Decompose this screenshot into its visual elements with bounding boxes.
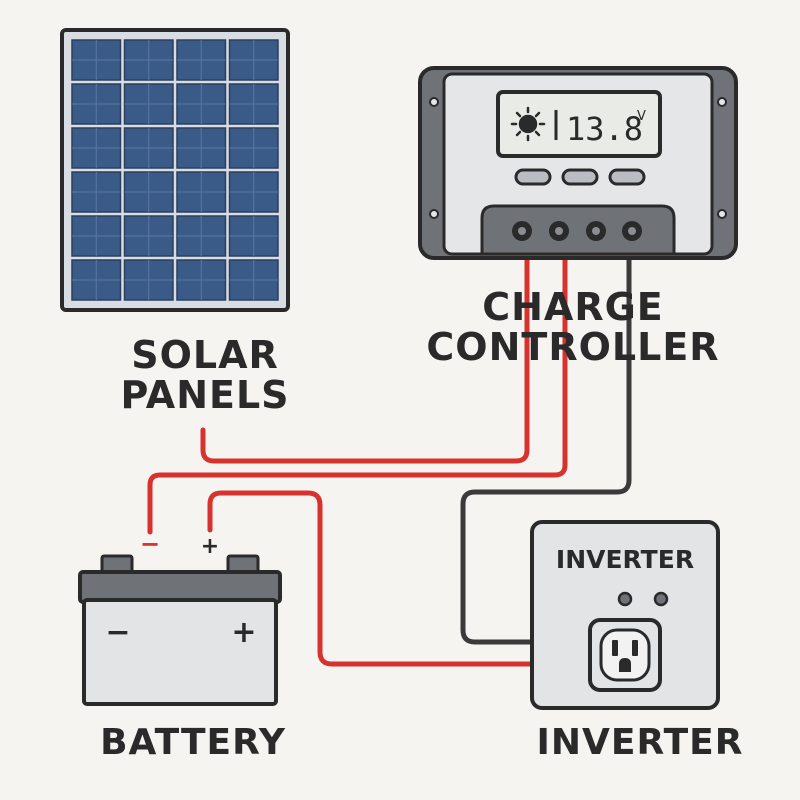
wire-controller-to-inverter xyxy=(460,255,632,645)
wire-solar-to-controller xyxy=(200,255,530,464)
charge-controller-label: CHARGE CONTROLLER xyxy=(412,285,734,369)
mount-hole-icon xyxy=(717,209,727,219)
voltage-unit: V xyxy=(637,109,646,124)
controller-lcd xyxy=(496,90,662,158)
inverter-box-title: INVERTER xyxy=(556,545,694,574)
charge-controller: 13.8 V xyxy=(418,66,738,260)
wires xyxy=(147,255,632,667)
wire-battery-positive-to-inverter xyxy=(207,490,535,667)
solar-panels-label: SOLAR PANELS xyxy=(100,333,310,417)
sun-icon xyxy=(510,106,546,142)
battery-label: BATTERY xyxy=(100,722,286,763)
charge-label-line2: CONTROLLER xyxy=(426,324,720,369)
battery-lid xyxy=(78,570,282,604)
battery-negative-symbol: − xyxy=(105,615,130,650)
terminal-block xyxy=(480,204,676,256)
inverter-label: INVERTER xyxy=(536,722,744,763)
mount-hole-icon xyxy=(429,97,439,107)
controller-button-middle[interactable] xyxy=(561,168,599,186)
solar-panel-cells xyxy=(71,39,279,301)
battery-body xyxy=(82,598,278,706)
indicator-light-icon xyxy=(617,591,633,607)
inverter-box xyxy=(530,520,720,710)
charge-label-line1: CHARGE xyxy=(482,285,664,329)
controller-button-left[interactable] xyxy=(514,168,552,186)
inverter: INVERTER xyxy=(530,520,720,710)
power-outlet-icon[interactable] xyxy=(588,618,662,692)
battery-positive-symbol: + xyxy=(231,615,256,650)
voltage-reading: 13.8 xyxy=(566,110,643,148)
solar-label-line2: PANELS xyxy=(120,372,290,417)
solar-label-line1: SOLAR xyxy=(131,333,279,377)
controller-button-right[interactable] xyxy=(608,168,646,186)
solar-panel xyxy=(60,28,290,312)
indicator-light-icon xyxy=(653,591,669,607)
mount-hole-icon xyxy=(429,209,439,219)
mount-hole-icon xyxy=(717,97,727,107)
wire-negative-marker: − xyxy=(140,530,160,558)
battery: − + − + xyxy=(78,530,282,706)
wire-controller-to-battery-negative xyxy=(147,255,568,535)
wire-positive-marker: + xyxy=(201,534,219,559)
terminal-screws xyxy=(512,221,642,241)
